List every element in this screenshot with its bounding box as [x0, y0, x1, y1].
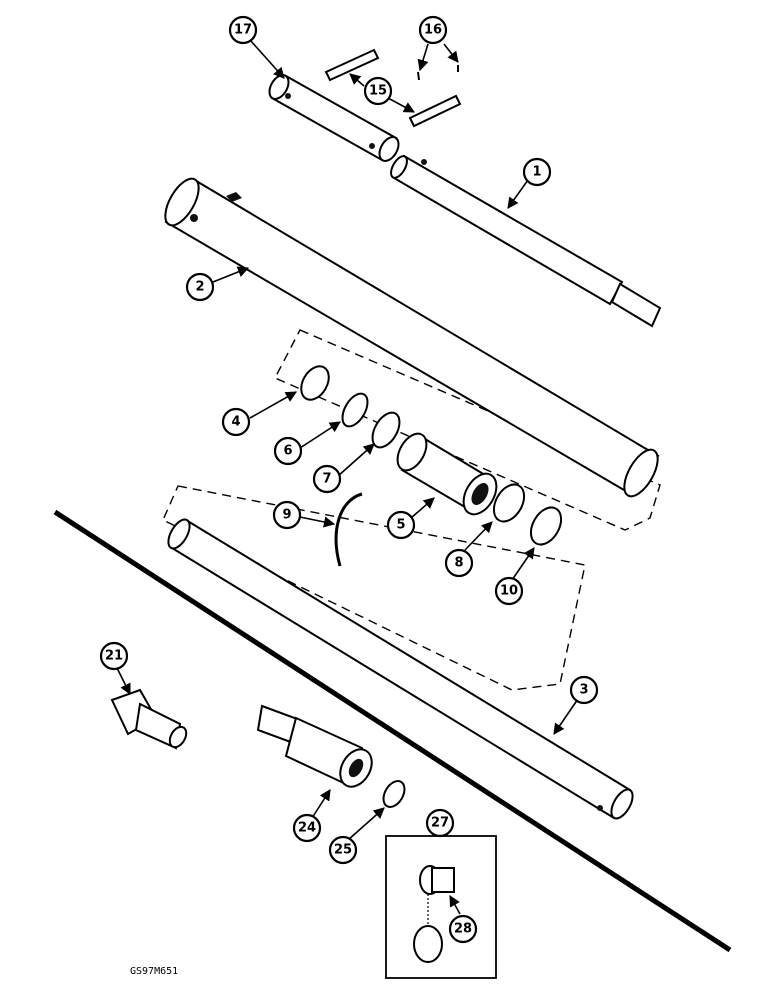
- callout-3: 3: [569, 675, 599, 705]
- part-27-kit-box: [385, 835, 497, 979]
- part-5-piston: [396, 432, 498, 516]
- figure-code: GS97M651: [130, 966, 179, 977]
- callout-15: 15: [363, 76, 393, 106]
- callout-2: 2: [185, 272, 215, 302]
- svg-text:8: 8: [454, 556, 463, 571]
- svg-text:7: 7: [322, 472, 331, 487]
- svg-text:3: 3: [579, 683, 588, 698]
- part-28-cap: [413, 865, 455, 963]
- part-9-snap-ring: [334, 492, 363, 567]
- svg-text:25: 25: [334, 843, 352, 858]
- svg-text:24: 24: [298, 821, 316, 836]
- svg-text:16: 16: [424, 23, 442, 38]
- part-24-coupler: [256, 704, 373, 788]
- svg-text:6: 6: [283, 444, 292, 459]
- svg-text:10: 10: [500, 584, 518, 599]
- callout-16: 16: [418, 15, 448, 45]
- part-6-ring: [341, 392, 369, 428]
- callout-24: 24: [292, 813, 322, 843]
- callout-7: 7: [312, 464, 342, 494]
- svg-text:15: 15: [369, 84, 387, 99]
- callout-8: 8: [444, 548, 474, 578]
- part-1-rod: [390, 154, 662, 328]
- seal-kit-outline-lower: [162, 485, 586, 691]
- part-3-tube: [167, 518, 634, 820]
- svg-text:21: 21: [105, 649, 123, 664]
- callout-4: 4: [221, 407, 251, 437]
- svg-text:1: 1: [532, 165, 541, 180]
- divider-line: [53, 509, 732, 953]
- callout-9: 9: [272, 500, 302, 530]
- seal-kit-outline-upper: [274, 329, 661, 531]
- callout-5: 5: [386, 510, 416, 540]
- callout-1: 1: [522, 157, 552, 187]
- part-17-sleeve: [268, 74, 400, 162]
- svg-text:2: 2: [195, 280, 204, 295]
- part-25-ring: [382, 780, 406, 808]
- svg-text:27: 27: [431, 816, 449, 831]
- part-4-ring: [300, 365, 330, 401]
- leader-lines: [116, 39, 581, 915]
- callout-25: 25: [328, 835, 358, 865]
- svg-text:5: 5: [396, 518, 405, 533]
- part-7-ring: [371, 411, 401, 449]
- part-16-small-pins: [417, 65, 459, 81]
- svg-text:4: 4: [231, 415, 240, 430]
- callout-17: 17: [228, 15, 258, 45]
- callout-6: 6: [273, 436, 303, 466]
- callout-10: 10: [494, 576, 524, 606]
- part-21-fitting: [110, 688, 188, 750]
- part-10-ring: [529, 506, 563, 546]
- callout-28: 28: [448, 914, 478, 944]
- svg-text:28: 28: [454, 922, 472, 937]
- svg-text:9: 9: [282, 508, 291, 523]
- part-8-ring: [492, 483, 526, 523]
- svg-text:17: 17: [234, 23, 252, 38]
- part-2-barrel: [164, 177, 660, 498]
- callout-27: 27: [425, 808, 455, 838]
- callout-21: 21: [99, 641, 129, 671]
- part-15-pins: [324, 48, 462, 128]
